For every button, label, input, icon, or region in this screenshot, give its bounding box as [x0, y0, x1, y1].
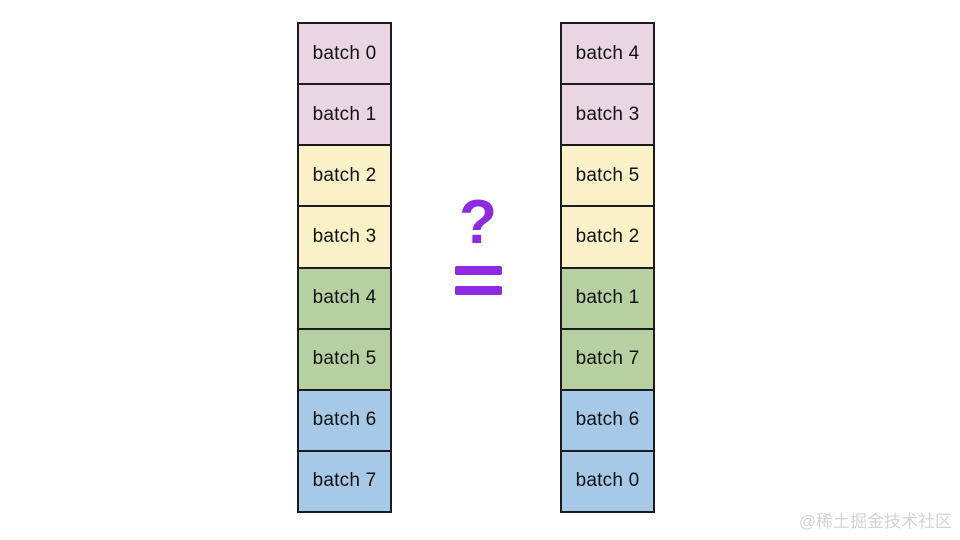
batch-box-batch-0: batch 0: [297, 22, 392, 86]
watermark-text: @稀土掘金技术社区: [798, 512, 952, 531]
equals-bar-top: [454, 266, 502, 275]
batch-label: batch 3: [575, 103, 640, 125]
batch-label: batch 7: [312, 470, 377, 492]
batch-label: batch 4: [575, 42, 640, 64]
batch-label: batch 3: [312, 225, 377, 247]
batch-label: batch 2: [575, 225, 640, 247]
batch-label: batch 5: [312, 348, 377, 370]
equality-question: ?: [447, 192, 509, 295]
batch-label: batch 0: [312, 42, 377, 64]
batch-box-batch-7: batch 7: [560, 327, 655, 391]
batch-label: batch 2: [312, 164, 377, 186]
batch-label: batch 5: [575, 164, 640, 186]
batch-box-batch-5: batch 5: [297, 327, 392, 391]
batch-box-batch-6: batch 6: [560, 388, 655, 452]
batch-box-batch-7: batch 7: [297, 449, 392, 513]
batch-label: batch 1: [312, 103, 377, 125]
batch-label: batch 6: [312, 409, 377, 431]
batch-label: batch 1: [575, 287, 640, 309]
batch-label: batch 6: [575, 409, 640, 431]
batch-label: batch 0: [575, 470, 640, 492]
batch-label: batch 4: [312, 287, 377, 309]
batch-box-batch-3: batch 3: [297, 205, 392, 269]
batch-box-batch-2: batch 2: [297, 144, 392, 208]
batch-box-batch-5: batch 5: [560, 144, 655, 208]
batch-box-batch-2: batch 2: [560, 205, 655, 269]
batch-column-left: batch 0 batch 1 batch 2 batch 3 batch 4 batch…: [297, 22, 392, 513]
batch-label: batch 7: [575, 348, 640, 370]
batch-box-batch-1: batch 1: [297, 83, 392, 147]
question-mark: ?: [459, 188, 497, 257]
batch-box-batch-3: batch 3: [560, 83, 655, 147]
batch-box-batch-0: batch 0: [560, 449, 655, 513]
batch-box-batch-4: batch 4: [560, 22, 655, 86]
equals-icon: [447, 266, 509, 295]
batch-box-batch-1: batch 1: [560, 266, 655, 330]
batch-box-batch-4: batch 4: [297, 266, 392, 330]
batch-box-batch-6: batch 6: [297, 388, 392, 452]
batch-column-right: batch 4 batch 3 batch 5 batch 2 batch 1 batch…: [560, 22, 655, 513]
equals-bar-bottom: [454, 286, 502, 295]
